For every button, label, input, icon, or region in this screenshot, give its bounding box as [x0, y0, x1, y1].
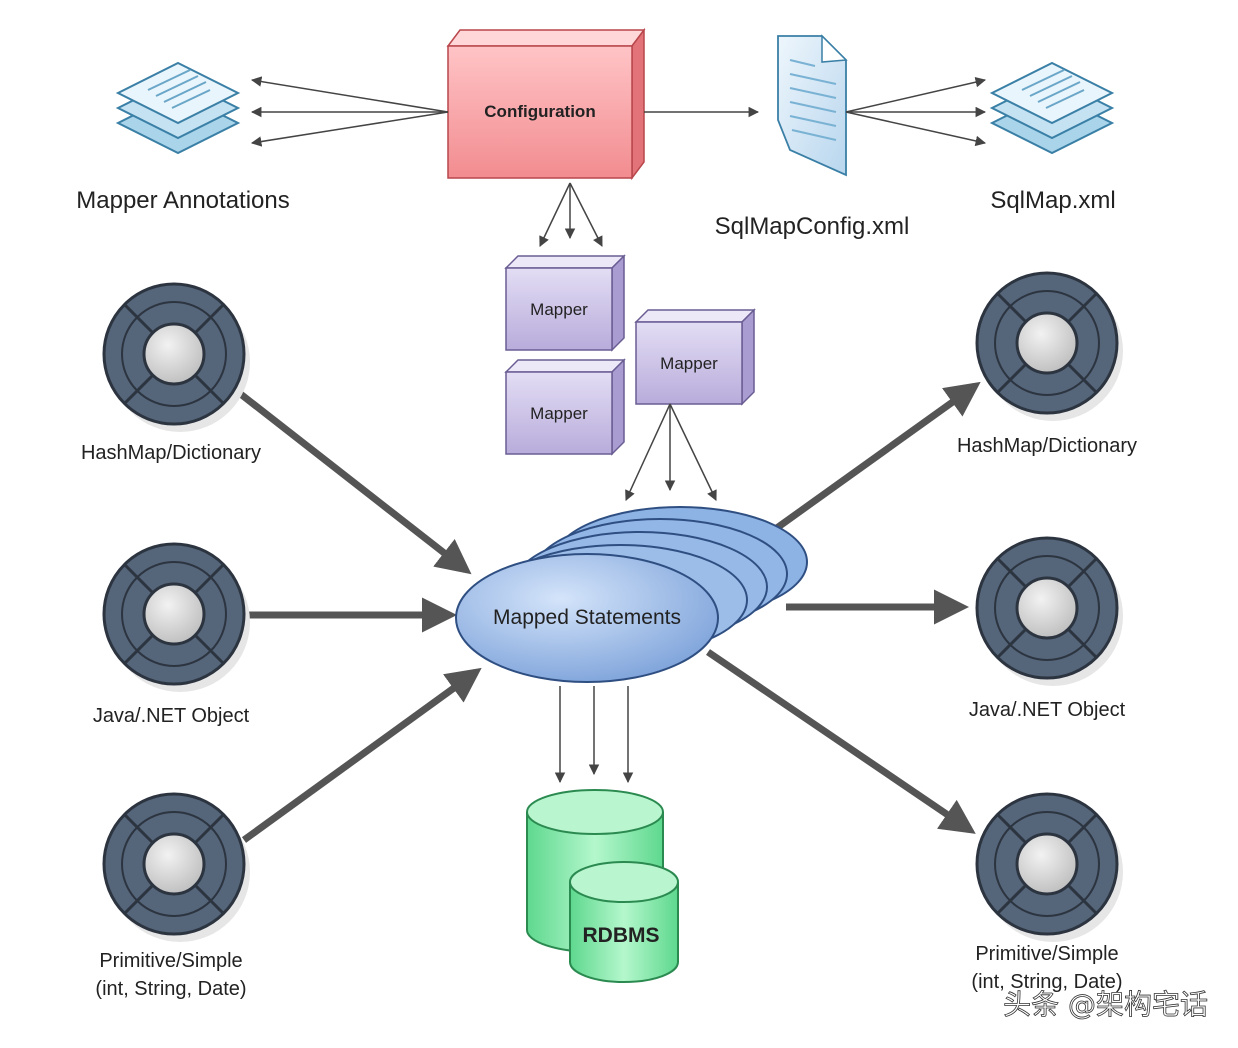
- type-arrows: [235, 381, 981, 843]
- left-primitive-label-2: (int, String, Date): [95, 978, 246, 1000]
- right-primitive-label-1: Primitive/Simple: [975, 943, 1118, 965]
- left-java-label: Java/.NET Object: [93, 705, 250, 727]
- ring-icon: [102, 542, 252, 694]
- mapped-statements: [455, 506, 808, 683]
- mapper-label: Mapper: [530, 300, 588, 319]
- ring-icon: [102, 792, 252, 944]
- db-arrows: [554, 686, 634, 784]
- document-stack-icon: [991, 62, 1113, 154]
- ring-icon: [975, 271, 1125, 423]
- rdbms-label: RDBMS: [583, 924, 660, 947]
- sqlmapconfig-label: SqlMapConfig.xml: [715, 213, 910, 240]
- document-stack-icon: [117, 62, 239, 154]
- right-primitive-label-2: (int, String, Date): [971, 971, 1122, 993]
- right-hashmap-label: HashMap/Dictionary: [957, 435, 1137, 457]
- ring-icon: [975, 536, 1125, 688]
- right-java-label: Java/.NET Object: [969, 699, 1126, 721]
- configuration-box: Configuration: [446, 27, 646, 181]
- left-hashmap-label: HashMap/Dictionary: [81, 442, 261, 464]
- mapper-annotations-label: Mapper Annotations: [76, 187, 289, 214]
- mapped-statements-label: Mapped Statements: [493, 606, 681, 629]
- ring-icon: [975, 792, 1125, 944]
- mapper-box-1: Mapper: [505, 255, 625, 351]
- config-arrows: [250, 76, 987, 247]
- database-icon: [526, 789, 679, 983]
- mapper-label: Mapper: [660, 354, 718, 373]
- mapper-arrows: [625, 403, 717, 501]
- ring-icon: [102, 282, 252, 434]
- configuration-label: Configuration: [484, 102, 595, 121]
- sqlmap-label: SqlMap.xml: [990, 187, 1115, 214]
- mapper-box-2: Mapper: [505, 359, 625, 455]
- document-icon: [777, 34, 848, 177]
- watermark: 头条 @架构宅话: [1003, 988, 1208, 1021]
- left-primitive-label-1: Primitive/Simple: [99, 950, 242, 972]
- mapper-box-3: Mapper: [635, 309, 755, 405]
- mapper-label: Mapper: [530, 404, 588, 423]
